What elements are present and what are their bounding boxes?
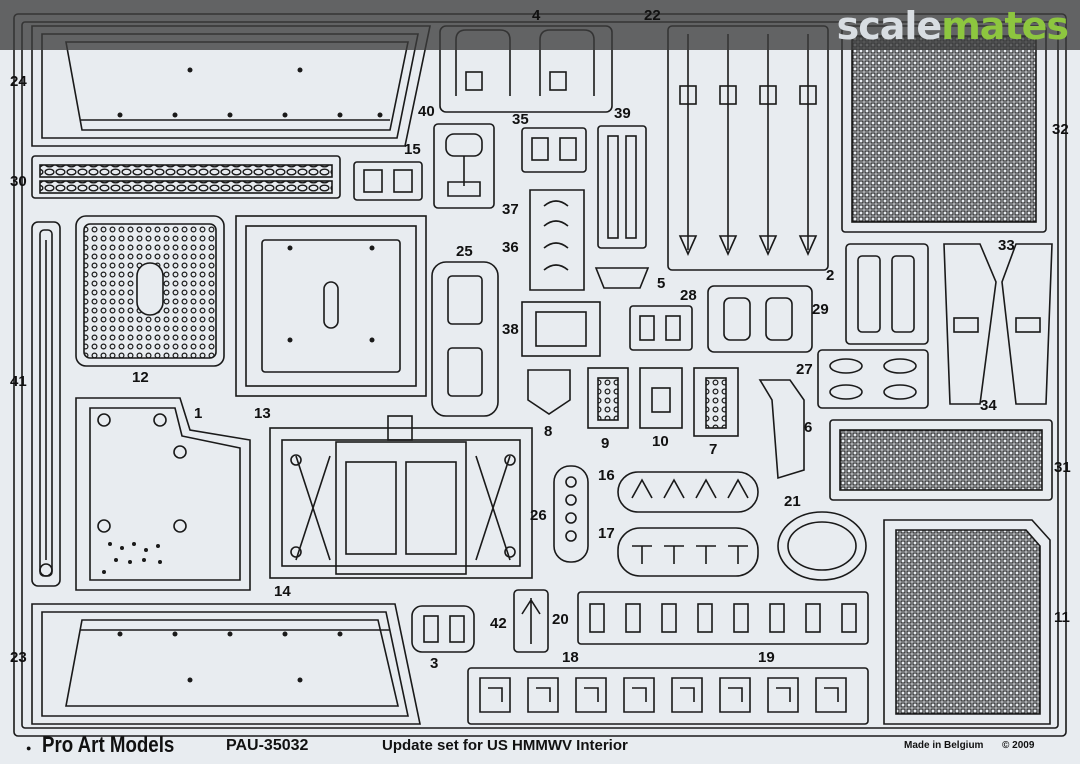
part-label: 27 [796,361,813,378]
part-label: 33 [998,237,1015,254]
scalemates-watermark: scalemates [836,4,1069,48]
part-label: 2 [826,267,835,284]
set-title: Update set for US HMMWV Interior [382,737,628,754]
part-label: 4 [532,7,541,24]
part-label: 20 [552,611,569,628]
part-label: 28 [680,287,697,304]
part-label: 12 [132,369,149,386]
copyright-year: © 2009 [1002,740,1035,751]
part-label: 14 [274,583,291,600]
brand-name: Pro Art Models [42,732,175,757]
watermark-part1: scale [836,4,943,48]
part-label: 9 [601,435,610,452]
part-label: 22 [644,7,661,24]
part-label: 26 [530,507,547,524]
part-label: 29 [812,301,829,318]
part-label: 31 [1054,459,1071,476]
part-label: 15 [404,141,421,158]
part-label: 11 [1054,609,1070,626]
part-label: 6 [804,419,813,436]
part-label: 21 [784,493,801,510]
part-label: 8 [544,423,553,440]
part-label: 1 [194,405,203,422]
product-code: PAU-35032 [226,737,309,754]
part-label: 23 [10,649,27,666]
part-label: 38 [502,321,519,338]
part-label: 41 [10,373,27,390]
part-label: 34 [980,397,997,414]
made-in: Made in Belgium [904,740,984,751]
part-label: 40 [418,103,435,120]
part-label: 24 [10,73,27,90]
part-label: 17 [598,525,615,542]
part-label: 37 [502,201,519,218]
part-label: 19 [758,649,775,666]
part-label: 10 [652,433,669,450]
part-label: 36 [502,239,519,256]
part-label: 32 [1052,121,1069,138]
watermark-bar [0,0,1080,50]
part-label: 18 [562,649,579,666]
watermark-part2: mates [941,4,1069,48]
part-label: 25 [456,243,473,260]
part-label: 30 [10,173,27,190]
part-label: 35 [512,111,529,128]
part-label: 42 [490,615,507,632]
bullet: ● [26,743,32,753]
part-label: 16 [598,467,615,484]
part-label: 5 [657,275,666,292]
part-label: 13 [254,405,271,422]
part-label: 3 [430,655,439,672]
part-label: 39 [614,105,631,122]
part-label: 7 [709,441,718,458]
